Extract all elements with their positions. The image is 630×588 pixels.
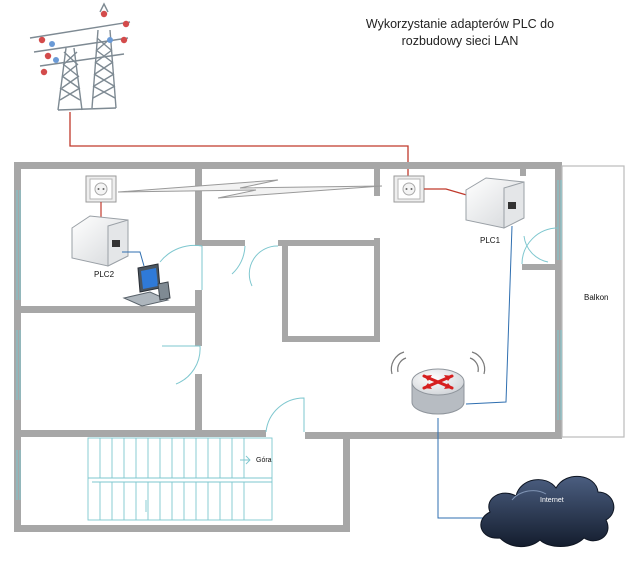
wall-socket-icon [393, 175, 425, 203]
diagram-title: Wykorzystanie adapterów PLC do rozbudowy… [330, 16, 590, 50]
windows [16, 180, 562, 500]
pylon-insulators [38, 10, 130, 76]
balcony-label: Balkon [584, 293, 609, 302]
lightning-icon [117, 179, 383, 199]
title-line-1: Wykorzystanie adapterów PLC do [365, 17, 555, 31]
plc-adapter-icon [71, 215, 129, 267]
staircase [87, 437, 273, 521]
plc2-label: PLC2 [94, 270, 115, 279]
router-icon [390, 351, 486, 415]
title-line-2: rozbudowy sieci LAN [401, 34, 519, 48]
stairs-up-label: Góra [256, 457, 272, 464]
ethernet-cable [465, 225, 513, 405]
plc1-label: PLC1 [480, 236, 501, 245]
plc-adapter-icon [465, 177, 525, 229]
laptop-icon [122, 263, 171, 307]
doors [159, 227, 559, 433]
power-line [69, 112, 409, 180]
wall-socket-icon [85, 175, 117, 203]
cloud-icon [480, 475, 615, 547]
internet-label: Internet [540, 497, 564, 504]
power-pylon-icon [29, 2, 131, 111]
ethernet-cable [122, 251, 145, 267]
power-link [424, 188, 471, 197]
balcony [561, 165, 625, 438]
